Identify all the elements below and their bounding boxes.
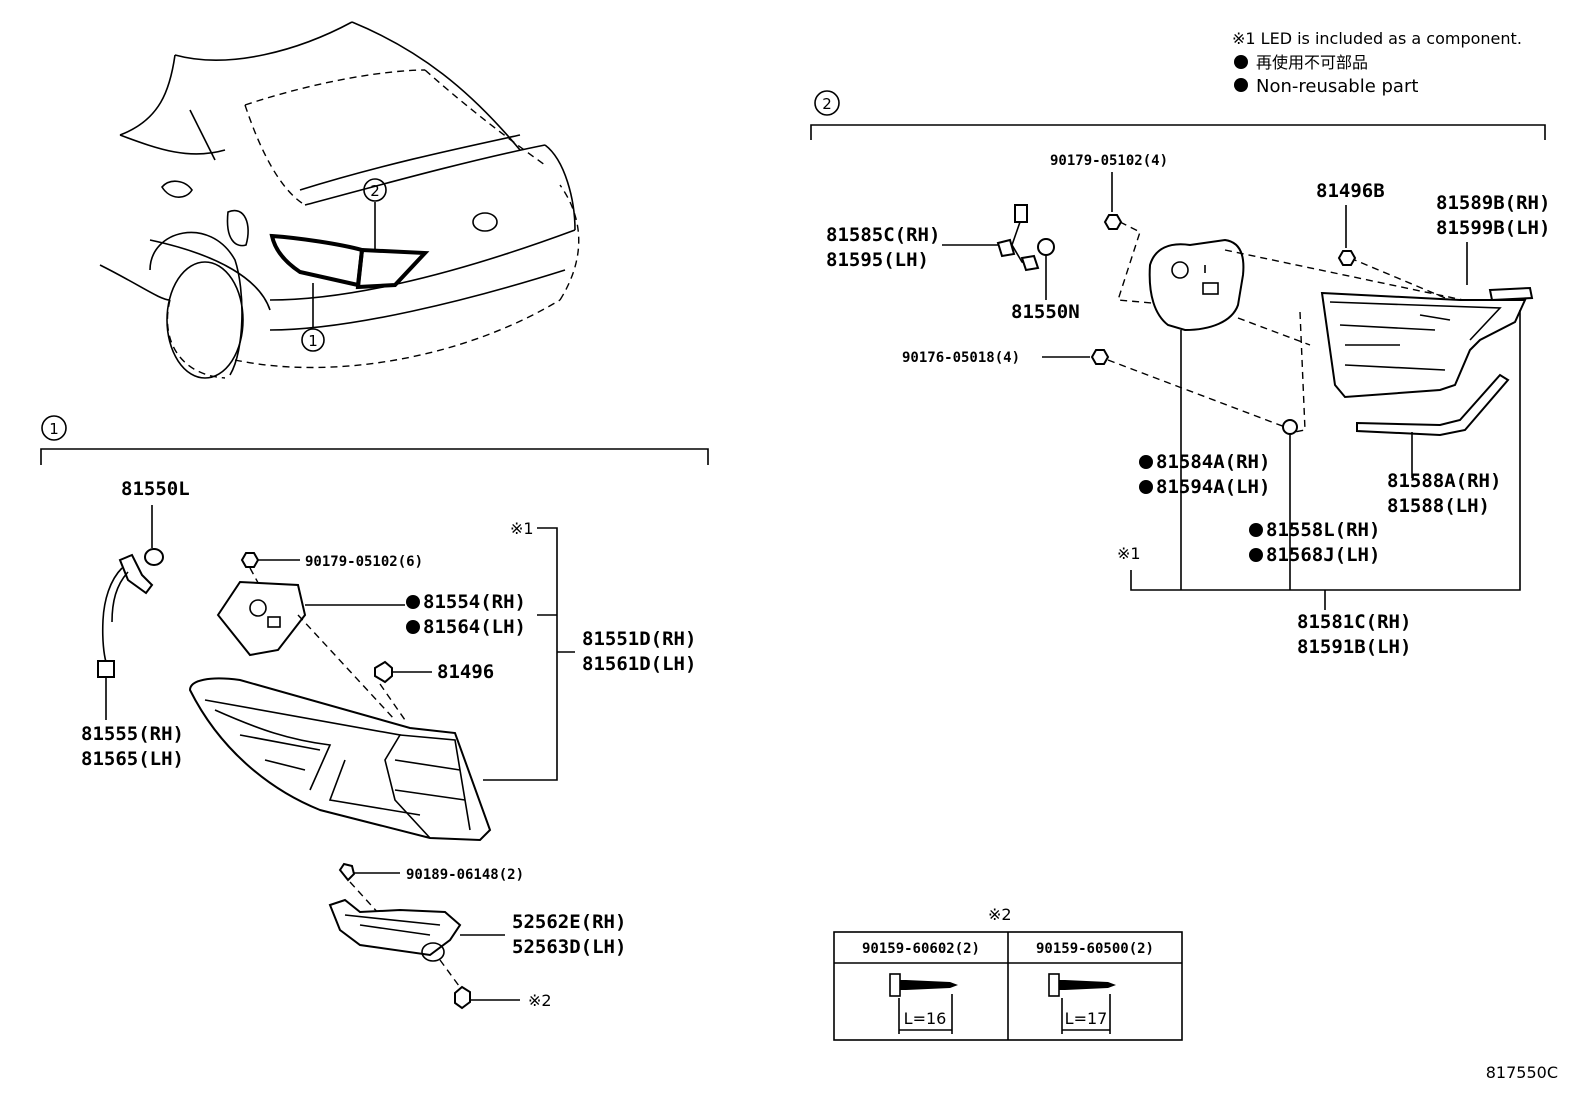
socket-plate — [216, 580, 307, 657]
screw-2-part: 90159-60500(2) — [1036, 941, 1154, 957]
label-81561D: 81561D(LH) — [582, 653, 696, 675]
note-2-sec1: ※2 — [528, 991, 552, 1010]
tail-lamp-inner — [1320, 291, 1527, 399]
section-2-callout: 2 — [822, 95, 832, 113]
label-81496B: 81496B — [1316, 180, 1385, 202]
lamp-bracket — [328, 898, 462, 957]
screw-table-note: ※2 — [988, 905, 1012, 924]
label-81581C: 81581C(RH) — [1297, 611, 1411, 633]
label-81588: 81588(LH) — [1387, 495, 1490, 517]
nut-90179 — [240, 552, 260, 568]
label-81550N: 81550N — [1011, 301, 1080, 323]
nonreusable-dot-icon — [1249, 548, 1263, 562]
screw-1-icon — [889, 973, 958, 997]
bulb-81558L — [1282, 419, 1298, 435]
note-1-sec1: ※1 — [510, 519, 534, 538]
section-1: 1 81550L 81555(RH) 81565(LH) 90179-05102… — [40, 415, 709, 1010]
bulb-81550N — [1037, 238, 1055, 256]
callout-1-car: 1 — [308, 332, 318, 350]
section-2: 2 90179-05102(4) 81585C(RH) 81595(LH) 81… — [810, 90, 1550, 658]
label-81589B: 81589B(RH) — [1436, 192, 1550, 214]
nonreusable-label-jp: 再使用不可部品 — [1256, 53, 1368, 72]
label-81599B: 81599B(LH) — [1436, 217, 1550, 239]
label-90179-6: 90179-05102(6) — [305, 554, 423, 570]
label-81565: 81565(LH) — [81, 748, 184, 770]
gasket-81588A — [1356, 373, 1510, 437]
label-81568J: 81568J(LH) — [1266, 544, 1380, 566]
label-81550L: 81550L — [121, 478, 190, 500]
label-81588A: 81588A(RH) — [1387, 470, 1501, 492]
label-90189: 90189-06148(2) — [406, 867, 524, 883]
screw-1-part: 90159-60602(2) — [862, 941, 980, 957]
screw-table: ※2 90159-60602(2) 90159-60500(2) L=16 L=… — [833, 905, 1183, 1041]
nut-90179-4 — [1103, 214, 1123, 230]
nonreusable-dot-icon — [406, 595, 420, 609]
screw-2-icon — [1048, 973, 1116, 997]
socket-81585C — [996, 238, 1016, 258]
tail-lamp-outer — [188, 677, 492, 842]
callout-2-car: 2 — [370, 182, 380, 200]
connector — [97, 660, 115, 678]
clip-81589B — [1488, 286, 1534, 302]
label-81584A: 81584A(RH) — [1156, 451, 1270, 473]
label-81554: 81554(RH) — [423, 591, 526, 613]
nut-90176 — [1090, 349, 1110, 365]
figure-code: 817550C — [1486, 1063, 1558, 1082]
label-81595: 81595(LH) — [826, 249, 929, 271]
nonreusable-dot-icon — [1234, 78, 1248, 92]
label-81496: 81496 — [437, 661, 494, 683]
socket — [118, 553, 154, 595]
nonreusable-dot-icon — [1139, 480, 1153, 494]
screw-1-length: L=16 — [904, 1009, 947, 1028]
led-note: ※1 LED is included as a component. — [1232, 29, 1522, 48]
label-90176: 90176-05018(4) — [902, 350, 1020, 366]
car-overview: 2 1 — [99, 21, 580, 379]
legend: ※1 LED is included as a component. 再使用不可… — [1232, 29, 1522, 97]
bulb-81550L — [144, 548, 164, 566]
socket-connector — [1014, 204, 1028, 223]
label-81564: 81564(LH) — [423, 616, 526, 638]
label-81594A: 81594A(LH) — [1156, 476, 1270, 498]
plug-81496B — [1337, 250, 1357, 266]
nonreusable-dot-icon — [1234, 55, 1248, 69]
label-52563D: 52563D(LH) — [512, 936, 626, 958]
note-1-sec2: ※1 — [1117, 544, 1141, 563]
label-81591B: 81591B(LH) — [1297, 636, 1411, 658]
nonreusable-dot-icon — [406, 620, 420, 634]
label-81585C: 81585C(RH) — [826, 224, 940, 246]
label-81558L: 81558L(RH) — [1266, 519, 1380, 541]
screw-note-2 — [454, 985, 471, 1010]
socket-plate-inner — [1148, 238, 1245, 332]
label-52562E: 52562E(RH) — [512, 911, 626, 933]
nonreusable-label-en: Non-reusable part — [1256, 76, 1418, 97]
screw-2-length: L=17 — [1065, 1009, 1108, 1028]
label-81551D: 81551D(RH) — [582, 628, 696, 650]
label-81555: 81555(RH) — [81, 723, 184, 745]
screw-90189 — [338, 862, 356, 882]
nonreusable-dot-icon — [1249, 523, 1263, 537]
nonreusable-dot-icon — [1139, 455, 1153, 469]
section-1-callout: 1 — [49, 420, 59, 438]
label-90179-4: 90179-05102(4) — [1050, 153, 1168, 169]
plug-81496 — [374, 660, 393, 684]
